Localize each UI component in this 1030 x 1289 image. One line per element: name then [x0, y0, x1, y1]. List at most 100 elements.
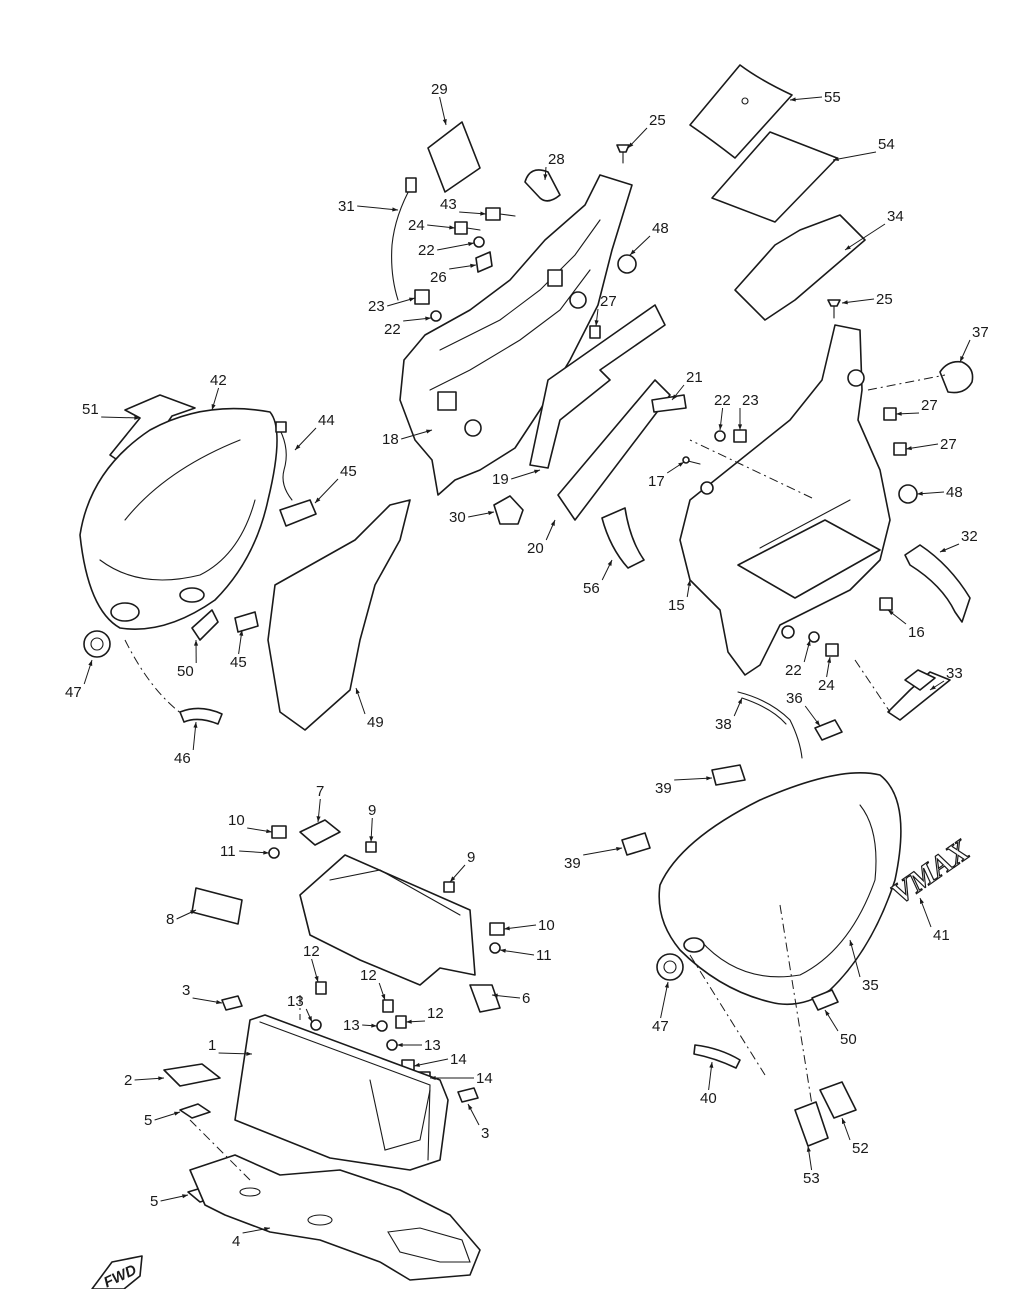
callout-label-c5b: 5	[150, 1193, 158, 1210]
part-27-nut	[589, 325, 601, 339]
part-16-clip	[879, 597, 893, 611]
part-50-clip	[811, 989, 839, 1011]
callout-label-c22a: 22	[418, 242, 435, 259]
callout-arrow-c2	[158, 1076, 164, 1081]
callout-label-c27b: 27	[921, 397, 938, 414]
callout-arrow-c53	[806, 1146, 811, 1152]
callout-leader-c39b	[583, 847, 623, 856]
callout-arrow-c17	[678, 462, 684, 467]
callout-label-c48b: 48	[946, 484, 963, 501]
callout-arrow-c52	[841, 1118, 846, 1124]
callout-label-c40: 40	[700, 1090, 717, 1107]
left-cover-bracket-assembly	[391, 121, 687, 525]
part-46-strip	[179, 707, 223, 725]
part-13-washer	[376, 1020, 388, 1032]
part-10-bolt	[271, 825, 287, 839]
callout-label-c8: 8	[166, 911, 174, 928]
callout-label-c56: 56	[583, 580, 600, 597]
part-5-pad	[179, 1103, 211, 1119]
callout-leader-c22a	[437, 242, 475, 251]
part-12-bolt	[395, 1015, 407, 1029]
callout-label-c35: 35	[862, 977, 879, 994]
callout-arrow-c47a	[88, 660, 93, 666]
callout-label-c51: 51	[82, 401, 99, 418]
callout-arrow-c15	[687, 580, 692, 586]
part-35-side-cover	[658, 772, 902, 1006]
callout-label-c43: 43	[440, 196, 457, 213]
callout-label-c52: 52	[852, 1140, 869, 1157]
callout-arrow-c46	[193, 722, 198, 728]
part-12-bolt	[315, 981, 327, 995]
part-53-pad	[794, 1101, 829, 1147]
part-20-sheet	[557, 379, 671, 521]
callout-label-c27a: 27	[600, 293, 617, 310]
part-11-washer	[268, 847, 280, 859]
part-15-bracket	[679, 324, 891, 676]
callout-arrow-c20	[550, 520, 555, 526]
callout-leader-c47b	[660, 981, 669, 1019]
callout-arrow-c38	[737, 698, 742, 704]
callout-arrow-c34	[845, 245, 851, 250]
callout-arrow-c51	[134, 415, 140, 420]
callout-arrow-c45a	[315, 497, 321, 503]
callout-label-c13a: 13	[287, 993, 304, 1010]
part-12-bolt	[382, 999, 394, 1013]
part-11-washer	[489, 942, 501, 954]
callout-leader-c51	[101, 416, 141, 419]
callout-label-c13b: 13	[343, 1017, 360, 1034]
part-29-plate	[427, 121, 481, 193]
part-56-tube	[601, 507, 645, 569]
part-27-nut	[893, 442, 907, 456]
callout-arrow-c5b	[182, 1194, 188, 1199]
part-27-nut	[883, 407, 897, 421]
callout-arrow-c23b	[737, 424, 743, 430]
callout-arrow-c3a	[216, 1000, 222, 1005]
part-49-sheet	[267, 499, 411, 731]
callout-arrow-c27b	[896, 411, 902, 416]
callout-arrow-c1	[246, 1051, 252, 1056]
part-38-wire	[737, 691, 803, 759]
callout-label-c9b: 9	[467, 849, 475, 866]
callout-label-c49: 49	[367, 714, 384, 731]
callout-label-c4: 4	[232, 1233, 240, 1250]
part-48-grommet	[898, 484, 918, 504]
callout-label-c36: 36	[786, 690, 803, 707]
callout-arrow-c25a	[628, 142, 634, 148]
callout-label-c11b: 11	[536, 947, 552, 964]
callout-label-c39b: 39	[564, 855, 581, 872]
callout-label-c9a: 9	[368, 802, 376, 819]
callout-label-c14b: 14	[476, 1070, 493, 1087]
callout-arrow-c31	[392, 207, 398, 212]
callout-arrow-c29	[442, 119, 447, 125]
callout-label-c46: 46	[174, 750, 191, 767]
callout-label-c27c: 27	[940, 436, 957, 453]
callout-label-c42: 42	[210, 372, 227, 389]
callout-arrow-c9b	[450, 876, 456, 882]
forward-direction-badge: FWD	[91, 1255, 143, 1289]
part-25-screw	[827, 299, 841, 307]
callout-arrow-c10b	[504, 926, 510, 931]
part-8-block	[191, 887, 243, 925]
callout-arrow-c5a	[174, 1111, 180, 1116]
callout-label-c17: 17	[648, 473, 665, 490]
callout-label-c14a: 14	[450, 1051, 467, 1068]
part-37-connector	[939, 360, 974, 394]
callout-arrow-c50a	[193, 640, 199, 646]
callout-label-c48a: 48	[652, 220, 669, 237]
callout-arrow-c48a	[630, 249, 636, 255]
callout-arrow-c14b	[430, 1075, 436, 1081]
callout-label-c37: 37	[972, 324, 989, 341]
callout-label-c55: 55	[824, 89, 841, 106]
callout-label-c12b: 12	[360, 967, 377, 984]
callout-label-c45a: 45	[340, 463, 357, 480]
callout-label-c41: 41	[933, 927, 950, 944]
callout-arrow-c25b	[842, 300, 848, 305]
callout-label-c21: 21	[686, 369, 703, 386]
callout-arrow-c23a	[409, 297, 415, 302]
callout-arrow-c21	[672, 394, 678, 400]
callout-label-c19: 19	[492, 471, 509, 488]
callout-labels: 1233455678991010111112121213131314141516…	[65, 81, 989, 1250]
callout-arrow-c19	[534, 469, 540, 474]
callout-arrow-c3b	[468, 1104, 473, 1110]
